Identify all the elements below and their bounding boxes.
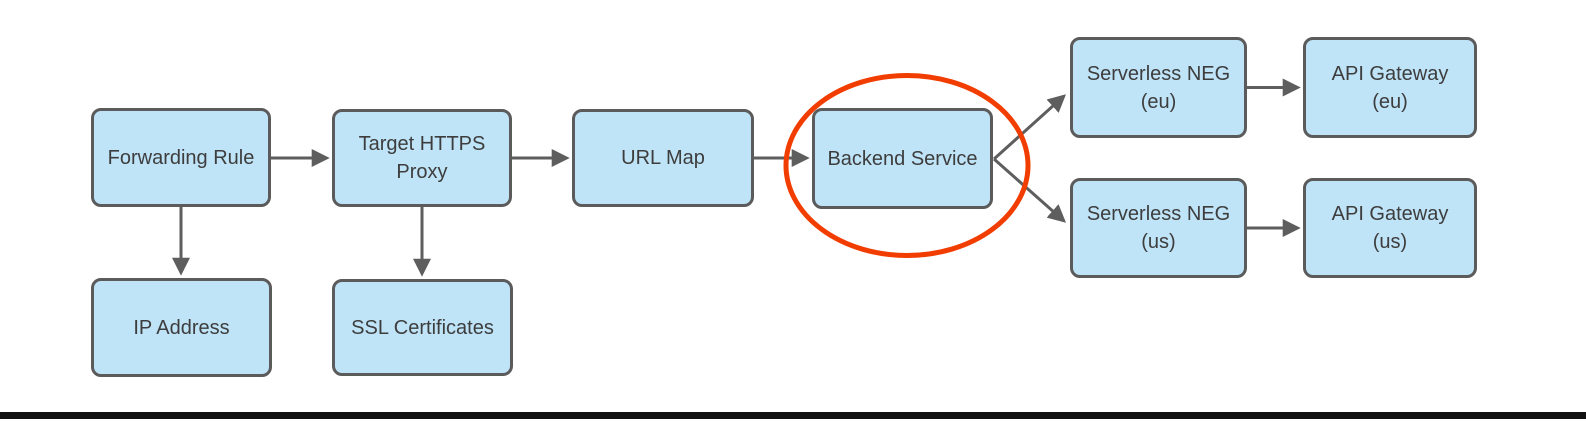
- node-api-gateway-us: API Gateway (us): [1303, 178, 1477, 278]
- node-url-map: URL Map: [572, 109, 754, 207]
- node-serverless-neg-us: Serverless NEG (us): [1070, 178, 1247, 278]
- edge-backend-service-to-serverless-neg-eu: [992, 94, 1067, 161]
- edge-backend-service-to-serverless-neg-us: [993, 157, 1067, 223]
- node-ssl-certificates: SSL Certificates: [332, 279, 513, 376]
- node-serverless-neg-eu: Serverless NEG (eu): [1070, 37, 1247, 138]
- bottom-border-line: [0, 412, 1586, 419]
- node-target-https-proxy: Target HTTPS Proxy: [332, 109, 512, 207]
- node-ip-address: IP Address: [91, 278, 272, 377]
- node-backend-service: Backend Service: [812, 108, 993, 209]
- highlight-ellipse: [783, 73, 1031, 258]
- node-api-gateway-eu: API Gateway (eu): [1303, 37, 1477, 138]
- node-forwarding-rule: Forwarding Rule: [91, 108, 271, 207]
